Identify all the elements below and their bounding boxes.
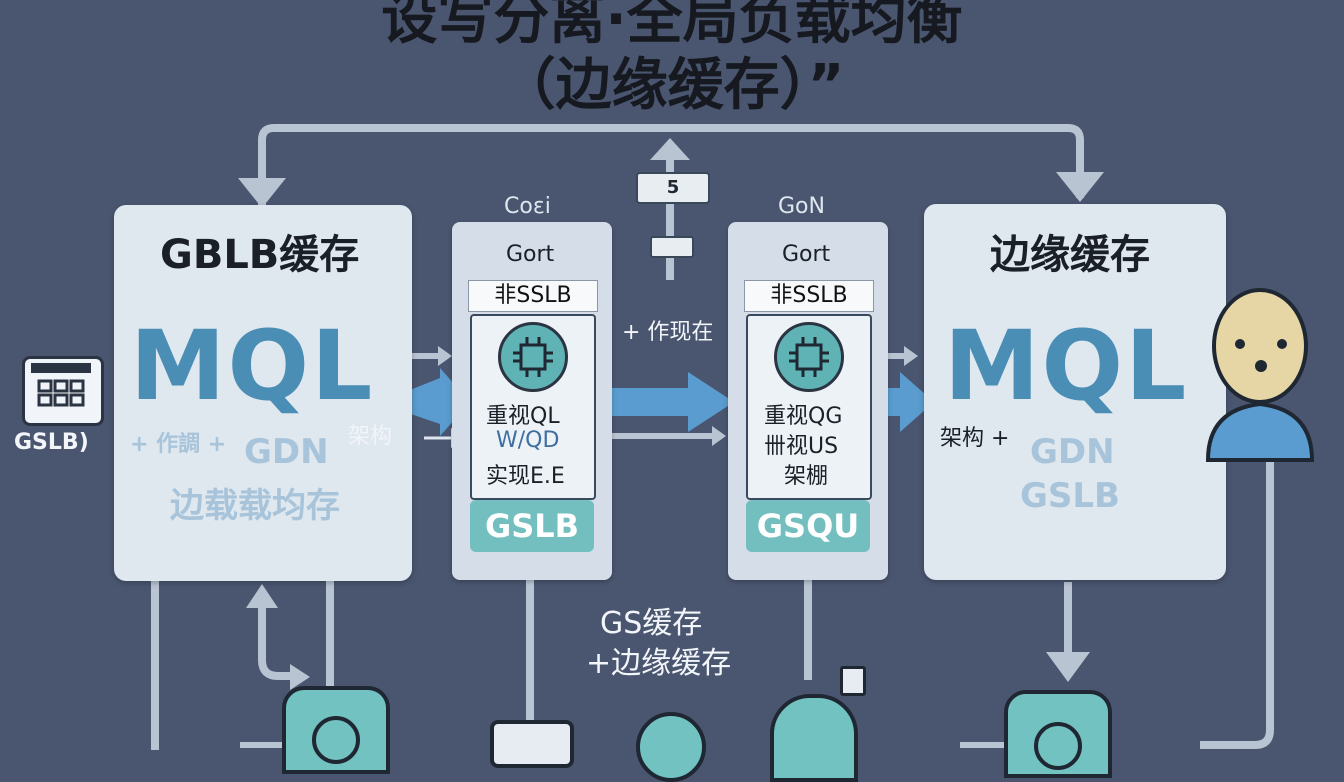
node-a-line1: 重视QL bbox=[486, 404, 560, 429]
diagram-title: 设写分离·全局负载均衡 bbox=[381, 0, 963, 52]
arrow-right-main bbox=[872, 372, 934, 432]
center-arrow-label: + 作现在 bbox=[622, 320, 714, 345]
left-mql-logo: MQL bbox=[130, 310, 375, 422]
node-b-bar: GSQU bbox=[746, 500, 870, 552]
calendar-icon bbox=[22, 356, 104, 426]
top-badge: 5 bbox=[636, 172, 710, 204]
node-b-line3: 架棚 bbox=[784, 464, 829, 489]
left-sub3: 边载载均存 bbox=[170, 486, 340, 526]
node-b-chip-icon bbox=[774, 322, 844, 392]
top-loop-line bbox=[258, 124, 1084, 205]
user-avatar-icon bbox=[1200, 282, 1320, 462]
device-icon-1 bbox=[282, 686, 390, 774]
robot-icon bbox=[770, 694, 858, 782]
gslb-cache-panel bbox=[114, 205, 412, 581]
node-a-tag: 非SSLB bbox=[468, 280, 598, 312]
node-a-chip-icon bbox=[498, 322, 568, 392]
node-b-line2: 卌视US bbox=[764, 434, 839, 459]
gslb-panel-heading: GBLB缓存 bbox=[160, 232, 360, 278]
right-sub1: GDN bbox=[1030, 432, 1115, 472]
node-a-bar: GSLB bbox=[470, 500, 594, 552]
left-sub2: GDN bbox=[244, 432, 329, 472]
node-b-top-label: GoN bbox=[778, 194, 825, 219]
bidirectional-arrow bbox=[258, 600, 296, 680]
node-a-line3: 实现E.E bbox=[486, 464, 565, 489]
top-badge-label: 5 bbox=[666, 177, 680, 198]
center-bottom-line2: +边缘缓存 bbox=[586, 646, 732, 681]
edge-panel-heading: 边缘缓存 bbox=[990, 232, 1150, 278]
gear-icon bbox=[636, 712, 706, 782]
node-a-top-label: Coεi bbox=[504, 194, 551, 219]
node-b-tag: 非SSLB bbox=[744, 280, 874, 312]
node-a-line2: W/QD bbox=[496, 428, 560, 453]
right-down-arrow bbox=[1046, 652, 1090, 682]
right-sub2: GSLB bbox=[1020, 476, 1120, 516]
center-bottom-line1: GS缓存 bbox=[600, 606, 703, 641]
node-a-header: Gort bbox=[506, 242, 555, 267]
chip-icon bbox=[789, 337, 829, 377]
diagram-subtitle: （边缘缓存）” bbox=[499, 53, 845, 118]
left-sub1: + 作調 + bbox=[130, 432, 227, 457]
arrow-center-main bbox=[612, 372, 734, 432]
center-up-arrow bbox=[650, 138, 690, 160]
camera-icon bbox=[490, 720, 574, 768]
top-small-bars-icon bbox=[650, 236, 694, 258]
right-mql-logo: MQL bbox=[944, 310, 1189, 422]
node-b-header: Gort bbox=[782, 242, 831, 267]
chip-icon bbox=[513, 337, 553, 377]
top-loop-arrow-left bbox=[238, 178, 286, 208]
top-loop-arrow-right bbox=[1056, 172, 1104, 202]
connector-network bbox=[151, 124, 1274, 750]
node-b-line1: 重视QG bbox=[764, 404, 843, 429]
pencil-badge-icon bbox=[840, 666, 866, 696]
left-icon-label: GSLB) bbox=[14, 430, 89, 455]
right-side-label: 架构 + bbox=[940, 426, 1010, 451]
calendar-grid-icon bbox=[31, 363, 91, 407]
device-icon-2 bbox=[1004, 690, 1112, 778]
edge-cache-panel bbox=[924, 204, 1226, 580]
left-side-label: 架构 bbox=[348, 424, 393, 449]
